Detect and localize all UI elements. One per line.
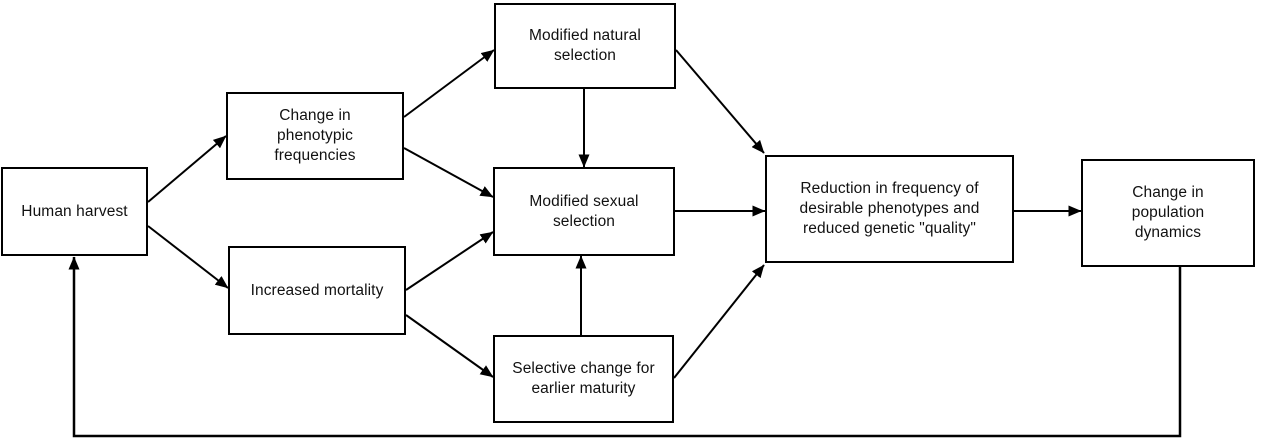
node-change-in-phenotypic-frequencies: Change in phenotypic frequencies	[226, 92, 404, 180]
node-change-in-population-dynamics-label: Change in population dynamics	[1131, 184, 1205, 241]
node-change-in-phenotypic-frequencies-label: Change in phenotypic frequencies	[274, 107, 356, 164]
edge-natural-selection-to-reduction	[675, 49, 765, 154]
edge-earlier-maturity-to-reduction	[673, 264, 765, 379]
node-human-harvest: Human harvest	[1, 167, 148, 256]
node-selective-change-earlier-maturity-label: Selective change for earlier maturity	[512, 360, 655, 397]
edge-phenotypic-frequencies-to-natural-selection	[403, 49, 495, 118]
node-selective-change-earlier-maturity: Selective change for earlier maturity	[493, 335, 674, 423]
node-change-in-population-dynamics: Change in population dynamics	[1081, 159, 1255, 267]
node-reduction-desirable-phenotypes-label: Reduction in frequency of desirable phen…	[799, 180, 980, 237]
edge-human-harvest-to-increased-mortality	[147, 225, 229, 289]
node-modified-sexual-selection: Modified sexual selection	[493, 167, 675, 256]
edge-phenotypic-frequencies-to-sexual-selection	[403, 147, 494, 198]
edge-increased-mortality-to-earlier-maturity	[405, 314, 494, 378]
node-increased-mortality: Increased mortality	[228, 246, 406, 335]
node-human-harvest-label: Human harvest	[21, 202, 128, 220]
node-modified-natural-selection: Modified natural selection	[494, 3, 676, 89]
edge-human-harvest-to-phenotypic-frequencies	[147, 135, 227, 203]
node-modified-natural-selection-label: Modified natural selection	[529, 27, 641, 64]
node-reduction-desirable-phenotypes: Reduction in frequency of desirable phen…	[765, 155, 1014, 263]
edge-increased-mortality-to-sexual-selection	[405, 231, 494, 291]
node-increased-mortality-label: Increased mortality	[250, 281, 384, 299]
node-modified-sexual-selection-label: Modified sexual selection	[529, 192, 639, 230]
